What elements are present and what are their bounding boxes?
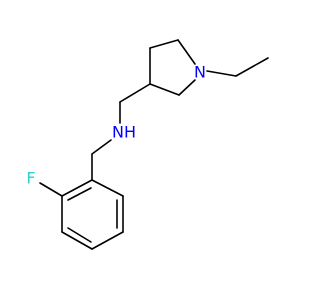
molecule-structure-diagram: N NH F (26, 39, 269, 250)
bond-nh-ch2 (91, 139, 112, 155)
bond-c4-c5 (149, 83, 180, 96)
pyrrolidine-ring (149, 39, 196, 96)
benzene-ring (39, 179, 124, 250)
bond-ar-double-2 (67, 227, 92, 243)
bond-ar-c1-c2 (61, 179, 93, 197)
bond-ar-c3-c4 (61, 231, 93, 250)
bond-ethyl-ch3-ch2 (235, 57, 269, 77)
bond-c5-n (178, 79, 196, 96)
bond-n-c2 (177, 39, 196, 65)
amine-nitrogen-label: NH (112, 123, 136, 142)
linker-chain (91, 83, 151, 181)
bond-ar-f (39, 182, 63, 197)
fluorine-label: F (26, 169, 35, 188)
bond-ar-c4-c5 (91, 231, 124, 250)
ring-nitrogen-label: N (194, 63, 206, 82)
bond-ethyl-ch2-n (206, 70, 237, 77)
bond-ar-c6-c1 (91, 179, 124, 197)
bond-ar-double-1 (67, 187, 92, 201)
ethyl-group (206, 57, 269, 77)
bond-c4-ch2 (119, 83, 151, 103)
bond-c2-c3 (149, 39, 179, 49)
